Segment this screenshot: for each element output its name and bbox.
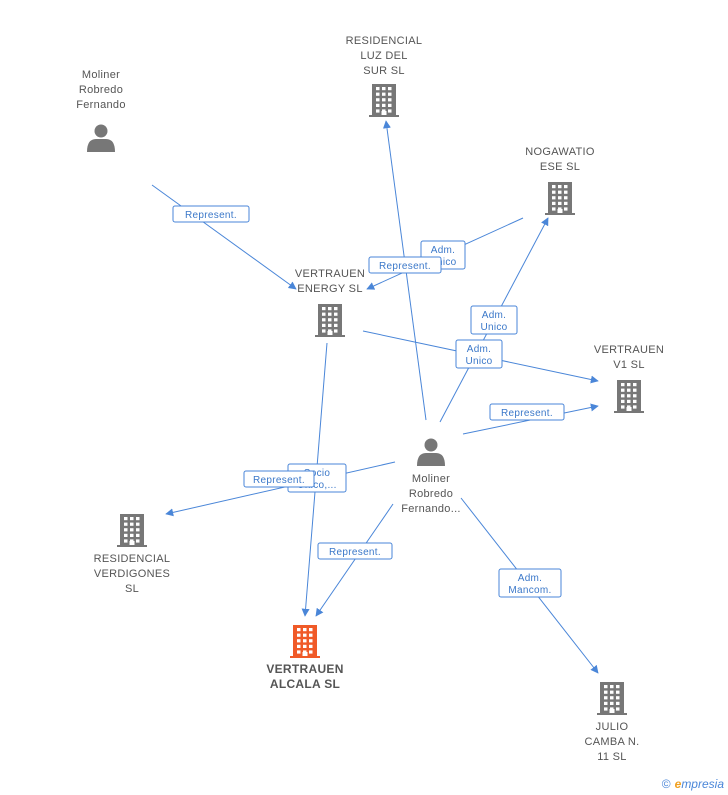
node-residencial_verd[interactable]: RESIDENCIAL VERDIGONES SL [94,514,171,595]
node-label: RESIDENCIAL [346,35,423,47]
edge-label-box[interactable] [455,339,503,369]
edge-label-text: Mancom. [508,585,551,596]
edge-label-box[interactable] [172,205,250,223]
edge-label-box[interactable] [498,568,562,598]
building-icon [315,304,345,337]
edge-label-9[interactable]: Adm.Mancom. [498,568,562,598]
edge-label-box[interactable] [243,470,315,488]
edge-label-text: Unico [429,257,456,268]
footer-brand: ©empresia [662,777,724,791]
edge-label-2[interactable]: Represent. [368,256,442,274]
edge-label-text: Represent. [185,210,237,221]
building-icon [369,84,399,117]
edge-moliner2-to-residencial_verd [165,461,396,517]
node-label: VERTRAUEN [295,268,365,280]
edge-label-3[interactable]: Adm.Unico [470,305,518,335]
edge-label-text: Adm. [431,245,456,256]
edge-label-box[interactable] [368,256,442,274]
node-moliner2[interactable]: MolinerRobredoFernando... [401,438,461,516]
node-label: Fernando [76,99,126,111]
edge-label-box[interactable] [470,305,518,335]
edge-label-text: Represent. [379,261,431,272]
edge-label-text: Represent. [501,408,553,419]
edge-label-text: Adm. [482,310,507,321]
node-residencial_luz[interactable]: RESIDENCIAL LUZ DEL SUR SL [346,35,423,117]
brand-name: mpresia [681,777,724,791]
node-label: ESE SL [540,161,580,173]
edge-moliner1-to-vtr_energy [151,184,297,290]
node-label: 11 SL [597,751,626,763]
building-icon [614,380,644,413]
node-label: Robredo [409,488,453,500]
node-label: VERTRAUEN [266,662,343,676]
edge-label-8[interactable]: Represent. [317,542,393,560]
edge-label-box[interactable] [489,403,565,421]
node-vtr_v1[interactable]: VERTRAUEN V1 SL [594,344,664,413]
node-vtr_energy[interactable]: VERTRAUEN ENERGY SL [295,268,365,337]
node-label: SL [125,583,139,595]
building-icon [545,182,575,215]
node-label: RESIDENCIAL [94,553,171,565]
edge-label-5[interactable]: Represent. [489,403,565,421]
node-label: SUR SL [363,65,405,77]
node-label: CAMBA N. [585,736,640,748]
person-icon [417,438,445,466]
building-icon [597,682,627,715]
edge-label-text: Socio [304,468,331,479]
edge-label-text: Unico [480,322,507,333]
node-julio[interactable]: JULIO CAMBA N. 11 SL [585,682,640,763]
edge-label-text: Unico [465,356,492,367]
node-label: LUZ DEL [360,50,407,62]
node-label: Moliner [82,69,120,81]
edge-label-text: Adm. [467,344,492,355]
edge-labels: Represent.Adm.UnicoRepresent.Adm.UnicoAd… [172,205,565,598]
node-label: VERTRAUEN [594,344,664,356]
person-icon [87,124,115,152]
node-label: Moliner [412,473,450,485]
building-icon [117,514,147,547]
node-label: Fernando... [401,503,461,515]
building-icon [290,625,320,658]
edge-label-text: Represent. [329,547,381,558]
edge-label-4[interactable]: Adm.Unico [455,339,503,369]
node-label: JULIO [596,721,629,733]
edge-label-0[interactable]: Represent. [172,205,250,223]
edge-label-box[interactable] [317,542,393,560]
node-label: Robredo [79,84,123,96]
node-label: V1 SL [613,359,644,371]
edge-label-7[interactable]: Represent. [243,470,315,488]
brand-initial: e [674,777,682,791]
node-label: NOGAWATIO [525,146,595,158]
copyright-symbol: © [661,777,671,791]
node-nogawatio[interactable]: NOGAWATIO ESE SL [525,146,595,215]
node-label: VERDIGONES [94,568,170,580]
edge-label-text: Adm. [518,573,543,584]
edge-moliner2-to-vtr_alcala [315,503,394,617]
node-label: ENERGY SL [297,283,362,295]
edge-label-text: Represent. [253,475,305,486]
node-label: ALCALA SL [270,677,340,691]
